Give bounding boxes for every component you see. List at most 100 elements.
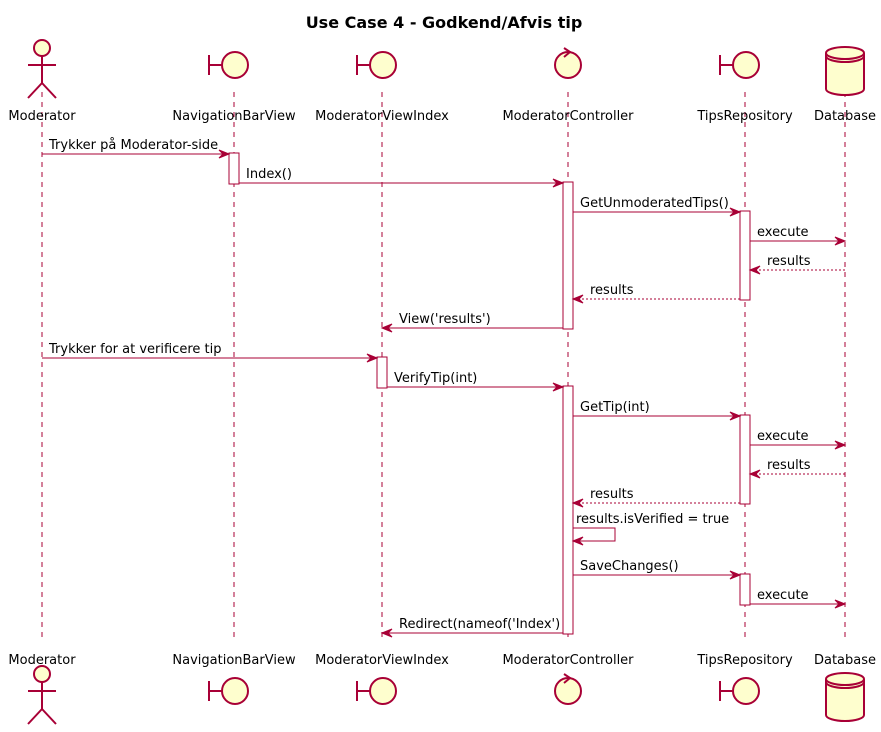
participant-navigationbarview: NavigationBarView [172, 51, 296, 124]
message-label: execute [757, 225, 809, 240]
control-icon [554, 47, 582, 79]
message-execute: execute [750, 429, 847, 450]
message-view-results: View('results') [380, 312, 563, 333]
message-arrow [573, 527, 616, 542]
participant-name: ModeratorViewIndex [315, 109, 449, 124]
arrowhead [729, 570, 742, 580]
participant-name: TipsRepository [696, 653, 793, 668]
control-icon [554, 673, 582, 705]
participant-name: ModeratorController [502, 109, 634, 124]
arrowhead [834, 236, 847, 246]
participant-name: ModeratorViewIndex [315, 653, 449, 668]
participant-moderator: Moderator [8, 39, 76, 124]
arrowhead [218, 149, 231, 159]
arrowhead [834, 440, 847, 450]
participant-database-footer: Database [814, 653, 876, 722]
message-verifytip-int: VerifyTip(int) [387, 371, 565, 392]
message-label: Redirect(nameof('Index') [399, 617, 560, 632]
participant-moderatorcontroller: ModeratorController [502, 47, 634, 124]
message-label: results [767, 254, 811, 269]
arrowhead [552, 382, 565, 392]
actor-icon [27, 665, 57, 725]
participant-heads-top: Moderator NavigationBarView ModeratorViewI… [8, 39, 876, 124]
actor-icon [27, 39, 57, 99]
message-gettip-int: GetTip(int) [573, 400, 742, 421]
participant-tipsrepository: TipsRepository [696, 51, 793, 124]
boundary-icon [208, 677, 249, 705]
arrowhead [729, 411, 742, 421]
participant-moderatorviewindex: ModeratorViewIndex [315, 51, 449, 124]
message-label: VerifyTip(int) [394, 371, 477, 386]
message-label: Index() [246, 167, 292, 182]
activation-bar [562, 181, 574, 330]
participant-moderatorviewindex-footer: ModeratorViewIndex [315, 653, 449, 705]
message-results: results [748, 254, 845, 275]
message-label: Trykker på Moderator-side [48, 138, 218, 153]
activation-bar [228, 152, 240, 185]
message-results-isverified-true: results.isVerified = true [571, 512, 729, 546]
participant-tipsrepository-footer: TipsRepository [696, 653, 793, 705]
activation-bars [228, 152, 751, 635]
activation-bar [739, 210, 751, 301]
message-label: results [590, 487, 634, 502]
message-execute: execute [750, 225, 847, 246]
message-label: results [590, 283, 634, 298]
message-trykker-for-at-verificere-tip: Trykker for at verificere tip [42, 342, 379, 363]
database-icon [825, 672, 865, 722]
diagram-title: Use Case 4 - Godkend/Afvis tip [306, 13, 583, 32]
arrowhead [380, 323, 393, 333]
message-label: GetTip(int) [580, 400, 650, 415]
message-savechanges: SaveChanges() [573, 559, 742, 580]
participant-name: NavigationBarView [172, 109, 296, 124]
message-label: results [767, 458, 811, 473]
arrowhead [552, 178, 565, 188]
message-getunmoderatedtips: GetUnmoderatedTips() [573, 196, 742, 217]
activation-bar [562, 385, 574, 635]
arrowhead [380, 628, 393, 638]
message-execute: execute [750, 588, 847, 609]
boundary-icon [208, 51, 249, 79]
message-label: SaveChanges() [580, 559, 679, 574]
message-results: results [571, 283, 740, 304]
boundary-icon [356, 677, 397, 705]
participant-name: Moderator [8, 653, 76, 668]
activation-bar [739, 414, 751, 505]
participant-heads-bottom: Moderator NavigationBarView ModeratorViewI… [8, 653, 876, 725]
arrowhead [366, 353, 379, 363]
arrowhead [748, 265, 761, 275]
message-index: Index() [239, 167, 565, 188]
arrowhead [748, 469, 761, 479]
message-label: View('results') [399, 312, 491, 327]
arrowhead [571, 536, 584, 546]
participant-name: Database [814, 653, 876, 668]
participant-navigationbarview-footer: NavigationBarView [172, 653, 296, 705]
activation-bar [739, 573, 751, 606]
message-label: Trykker for at verificere tip [48, 342, 221, 357]
arrowhead [571, 294, 584, 304]
message-redirect-nameof-index: Redirect(nameof('Index') [380, 617, 563, 638]
activation-bar [376, 356, 388, 389]
message-results: results [748, 458, 845, 479]
boundary-icon [719, 51, 760, 79]
arrowhead [834, 599, 847, 609]
participant-name: Database [814, 109, 876, 124]
arrowhead [729, 207, 742, 217]
participant-name: ModeratorController [502, 653, 634, 668]
participant-name: NavigationBarView [172, 653, 296, 668]
participant-name: Moderator [8, 109, 76, 124]
message-label: execute [757, 429, 809, 444]
message-label: GetUnmoderatedTips() [580, 196, 729, 211]
participant-database: Database [814, 46, 876, 124]
boundary-icon [356, 51, 397, 79]
participant-moderator-footer: Moderator [8, 653, 76, 725]
message-label: execute [757, 588, 809, 603]
participant-moderatorcontroller-footer: ModeratorController [502, 653, 634, 705]
participant-name: TipsRepository [696, 109, 793, 124]
message-results: results [571, 487, 740, 508]
message-trykker-p-moderator-side: Trykker på Moderator-side [42, 138, 231, 159]
lifelines [41, 92, 846, 638]
arrowhead [571, 498, 584, 508]
message-label: results.isVerified = true [576, 512, 729, 527]
